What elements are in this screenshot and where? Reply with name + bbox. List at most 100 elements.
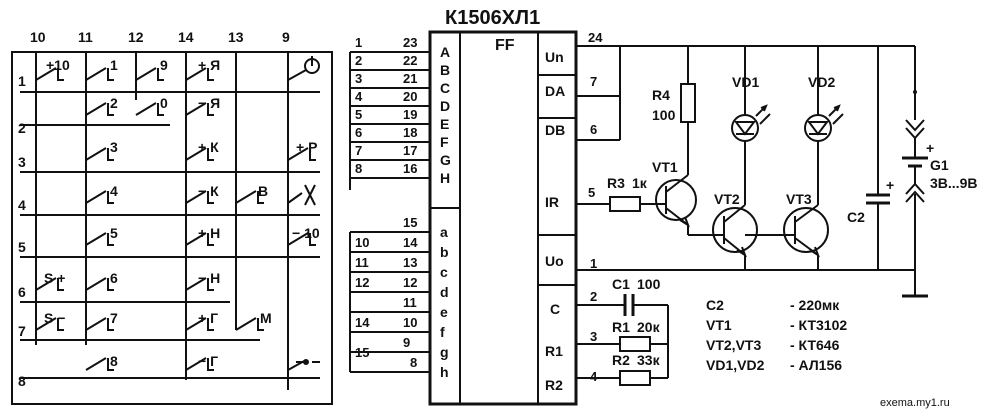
ic-right-pin-num: 1	[590, 256, 597, 271]
key-label: − 10	[292, 225, 320, 241]
ic-body	[428, 30, 578, 406]
bus-lines	[349, 51, 430, 373]
ic-pin-num: 9	[403, 335, 410, 350]
resistor-r3	[609, 196, 641, 212]
output-circuit: R4 100 VD1 VD2 R3 1к VT1	[576, 45, 977, 386]
r1-value: 20к	[637, 319, 661, 335]
key-label: 2	[110, 95, 118, 111]
bus-num: 5	[355, 107, 362, 122]
bom-ref: C2	[706, 297, 724, 313]
key-label: − К	[198, 183, 219, 199]
c2-label: C2	[847, 209, 865, 225]
ic-right-pin-num: 5	[588, 185, 595, 200]
col-label: 11	[78, 29, 93, 45]
bus-num: 11	[355, 255, 369, 270]
ic-pin-num: 12	[403, 275, 417, 290]
ic-right-pin: R1	[545, 343, 563, 359]
row-label: 6	[18, 284, 26, 300]
bus-num: 6	[355, 125, 362, 140]
row-label: 2	[18, 120, 26, 136]
bus-upper-numbers: 1 2 3 4 5 6 7 8 10 11 12 14 15	[355, 35, 370, 360]
col-label: 13	[228, 29, 244, 45]
ic-pin-num: 15	[403, 215, 417, 230]
parts-list: C2 - 220мк VT1 - КТ3102 VT2,VT3 - КТ646 …	[706, 297, 847, 373]
ic-pin-letter: G	[440, 152, 451, 168]
bus-num: 14	[355, 315, 370, 330]
ic-pin-num: 16	[403, 161, 417, 176]
bom-value: - КТ3102	[790, 317, 847, 333]
resistor-r2	[619, 370, 651, 386]
ic-right-pin-num: 3	[590, 329, 597, 344]
ic-pin-letter: d	[440, 284, 449, 300]
bus-num: 15	[355, 345, 369, 360]
bom-value: - КТ646	[790, 337, 840, 353]
watermark: exema.my1.ru	[880, 397, 950, 409]
ic-right-pin: Un	[545, 49, 564, 65]
r4-label: R4	[652, 87, 670, 103]
vt3-label: VT3	[786, 191, 812, 207]
ic-pin-num: 11	[403, 295, 417, 310]
key-label: − Н	[198, 270, 220, 286]
ic-right-pin-num: 2	[590, 289, 597, 304]
key-label: +10	[46, 57, 70, 73]
ic-right-pin-num: 4	[590, 369, 598, 384]
ic-pin-num: 10	[403, 315, 417, 330]
ic-pin-num: 22	[403, 53, 417, 68]
bom-ref: VT1	[706, 317, 732, 333]
ic-pin-num: 20	[403, 89, 417, 104]
resistor-r1	[619, 336, 651, 352]
ic-right-pin: DB	[545, 122, 565, 138]
ic-pin-letter: g	[440, 344, 449, 360]
resistor-r4	[680, 83, 696, 123]
key-label: 7	[110, 310, 118, 326]
key-label: 6	[110, 270, 118, 286]
key-label: 3	[110, 139, 118, 155]
key-label: + Н	[198, 225, 220, 241]
key-label: 5	[110, 225, 118, 241]
c1-label: C1	[612, 276, 630, 292]
ic-chip: К1506ХЛ1 FF A B C D E F G H 23 22 21 20 …	[403, 7, 603, 406]
g1-label: G1	[930, 157, 949, 173]
r4-value: 100	[652, 107, 676, 123]
row-label: 7	[18, 323, 26, 339]
key-label: + Р	[296, 139, 317, 155]
row-label: 5	[18, 239, 26, 255]
vd1-label: VD1	[732, 74, 759, 90]
keyboard-frame	[11, 51, 333, 405]
vt2-label: VT2	[714, 191, 740, 207]
ic-pin-letter: B	[440, 62, 450, 78]
key-label: 4	[110, 183, 118, 199]
c1-value: 100	[637, 276, 661, 292]
ic-pin-num: 17	[403, 143, 417, 158]
ic-pin-num: 19	[403, 107, 417, 122]
bus-num: 7	[355, 143, 362, 158]
r1-label: R1	[612, 319, 630, 335]
transistor-vt1	[655, 179, 697, 221]
key-label: − Я	[198, 95, 220, 111]
col-label: 12	[128, 29, 144, 45]
ic-right-pin: IR	[545, 194, 559, 210]
ic-pin-letter: f	[440, 324, 445, 340]
vt1-label: VT1	[652, 159, 678, 175]
ic-pin-num: 13	[403, 255, 417, 270]
bus-num: 2	[355, 53, 362, 68]
bus-num: 3	[355, 71, 362, 86]
ic-pin-letter: E	[440, 116, 449, 132]
r2-value: 33к	[637, 352, 661, 368]
ic-pin-letter: e	[440, 304, 448, 320]
transistor-vt3	[783, 207, 829, 253]
c2-plus: +	[886, 177, 894, 193]
bom-ref: VT2,VT3	[706, 337, 761, 353]
key-label: + К	[198, 139, 219, 155]
ic-right-pin: Uo	[545, 253, 564, 269]
key-label: S −	[44, 310, 65, 326]
key-label: В	[258, 183, 268, 199]
ic-pin-letter: a	[440, 224, 448, 240]
bus-num: 10	[355, 235, 369, 250]
ic-pin-num: 14	[403, 235, 418, 250]
ic-right-pin: R2	[545, 377, 563, 393]
key-label: 1	[110, 57, 118, 73]
ic-pin-letter: c	[440, 264, 448, 280]
ic-right-pin-num: 7	[590, 74, 597, 89]
key-label: 9	[160, 57, 168, 73]
